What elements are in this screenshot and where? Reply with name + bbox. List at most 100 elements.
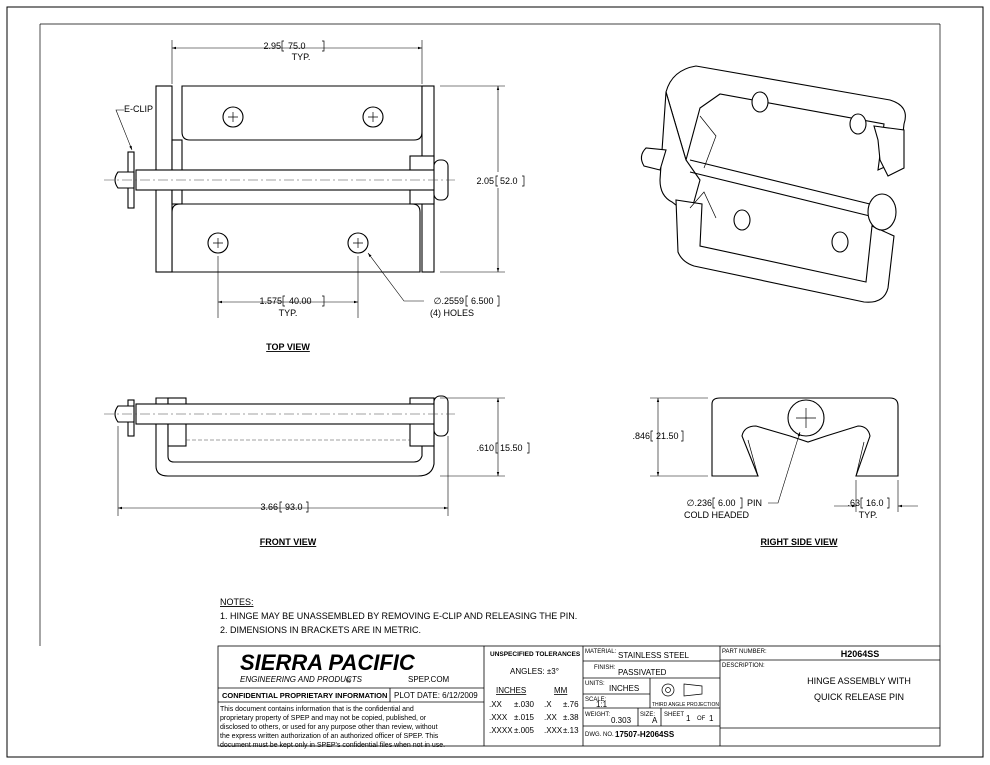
- hole-center-marks: [213, 112, 378, 248]
- tol-mm-val: ±.76: [563, 700, 579, 709]
- right-side-view-label: RIGHT SIDE VIEW: [760, 537, 838, 547]
- front-pin-head: [433, 395, 449, 437]
- tol-mm-label: .XX: [544, 713, 558, 722]
- tol-in-val: ±.015: [514, 713, 535, 722]
- top-view: 2.95 75.0 TYP. E-CLIP 2.05 52.0 1.575 40…: [104, 40, 525, 352]
- material: STAINLESS STEEL: [618, 651, 690, 660]
- dim-holes: (4) HOLES: [430, 308, 474, 318]
- confidential-line: the express written authorization of an …: [220, 733, 439, 740]
- sheet-border: [6, 6, 984, 758]
- tol-mm-label: .X: [544, 700, 552, 709]
- title-block: SIERRA PACIFIC ENGINEERING AND PRODUCTS …: [217, 645, 941, 749]
- inches-header: INCHES: [496, 686, 526, 695]
- projection-label: THIRD ANGLE PROJECTION: [652, 702, 719, 708]
- iso-hole-2: [849, 113, 867, 135]
- dim-front-height: .610: [476, 443, 494, 453]
- dim-typ-3: TYP.: [859, 510, 878, 520]
- dim-top-width-mm: 75.0: [288, 41, 306, 51]
- bracket-marks: [279, 501, 309, 513]
- description-line-1: HINGE ASSEMBLY WITH: [807, 676, 911, 686]
- top-upper-leaf: [181, 85, 423, 141]
- dwg-label: DWG. NO.: [585, 732, 614, 738]
- company-name: SIERRA PACIFIC: [240, 650, 416, 675]
- sheet-of: 1: [709, 714, 714, 723]
- iso-pin-bottom: [689, 171, 879, 219]
- tol-in-label: .XXX: [489, 713, 508, 722]
- side-slot-lines: [747, 439, 865, 477]
- iso-pin-head: [867, 193, 897, 231]
- tol-mm-val: ±.38: [563, 713, 579, 722]
- isometric-view: [640, 65, 906, 303]
- projection-circle-icon: [661, 683, 675, 697]
- dim-leg-width-mm: 16.0: [866, 498, 884, 508]
- bracket-marks: [860, 497, 890, 509]
- description-label: DESCRIPTION:: [722, 663, 765, 669]
- angles: ANGLES: ±3°: [510, 667, 559, 676]
- right-side-view: .846 21.50 ∅.236 6.00 PIN COLD HEADED .6…: [632, 397, 918, 547]
- dim-front-length: 3.66: [260, 502, 278, 512]
- pin-leader: [768, 431, 801, 504]
- front-view: .610 15.50 3.66 93.0 FRONT VIEW: [104, 395, 530, 547]
- registered-mark: ®: [346, 677, 352, 685]
- tol-in-val: ±.030: [514, 700, 535, 709]
- confidential-line: This document contains information that …: [220, 706, 414, 713]
- bracket-marks: [650, 430, 684, 442]
- iso-left-knuckle: [659, 91, 701, 217]
- dim-hole-dia: ∅.2559: [434, 296, 464, 306]
- tol-mm-label: .XXX: [544, 726, 563, 735]
- bracket-marks: [281, 40, 325, 52]
- tol-in-val: ±.005: [514, 726, 535, 735]
- material-label: MATERIAL:: [585, 649, 617, 655]
- dim-height: 2.05: [476, 176, 494, 186]
- e-clip-leader: [115, 109, 133, 151]
- dim-leg-width: .63: [847, 498, 860, 508]
- scale: 1:1: [596, 700, 608, 709]
- side-body: [711, 397, 899, 477]
- dim-side-height-mm: 21.50: [656, 431, 679, 441]
- dim-height-mm: 52.0: [500, 176, 518, 186]
- iso-hole-3: [733, 209, 751, 231]
- dim-hole-spacing: 1.575: [259, 296, 282, 306]
- description-line-2: QUICK RELEASE PIN: [814, 692, 904, 702]
- hole-leader: [367, 252, 424, 302]
- confidential-title: CONFIDENTIAL PROPRIETARY INFORMATION: [222, 691, 387, 700]
- iso-pin-top: [689, 159, 879, 207]
- front-view-label: FRONT VIEW: [260, 537, 317, 547]
- confidential-line: disclosed to others, or used for any pur…: [220, 724, 438, 731]
- tol-in-label: .XX: [489, 700, 503, 709]
- iso-lower-leaf: [675, 199, 895, 303]
- tol-mm-val: ±.13: [563, 726, 579, 735]
- dim-typ: TYP.: [292, 52, 311, 62]
- tolerances-title: UNSPECIFIED TOLERANCES: [490, 651, 581, 658]
- scale-label: SCALE:: [585, 697, 607, 703]
- dim-typ-2: TYP.: [279, 308, 298, 318]
- bracket-marks: [495, 175, 525, 187]
- dim-pin-dia: ∅.236: [687, 498, 712, 508]
- projection-cone-icon: [683, 683, 703, 697]
- size: A: [652, 716, 658, 725]
- bracket-marks: [282, 295, 325, 307]
- dim-side-height: .846: [632, 431, 650, 441]
- sheet: 1: [686, 714, 691, 723]
- company-sub: ENGINEERING AND PRODUCTS: [240, 675, 363, 684]
- iso-hole-4: [831, 231, 849, 253]
- dim-pin-word: PIN: [747, 498, 762, 508]
- note-1: 1. HINGE MAY BE UNASSEMBLED BY REMOVING …: [220, 611, 577, 621]
- dim-hole-spacing-mm: 40.00: [289, 296, 312, 306]
- weight: 0.303: [611, 716, 632, 725]
- projection-inner-circle-icon: [665, 687, 671, 693]
- units-label: UNITS:: [585, 681, 605, 687]
- iso-cutouts: [689, 115, 717, 219]
- notes: NOTES: 1. HINGE MAY BE UNASSEMBLED BY RE…: [220, 597, 577, 635]
- top-view-label: TOP VIEW: [266, 342, 310, 352]
- units: INCHES: [609, 684, 639, 693]
- dim-front-height-mm: 15.50: [500, 443, 523, 453]
- of-label: OF: [697, 716, 706, 722]
- size-label: SIZE:: [640, 712, 655, 718]
- confidential-line: proprietary property of SPEP and may not…: [220, 715, 427, 722]
- dim-pin-note: COLD HEADED: [684, 510, 750, 520]
- company-website: SPEP.COM: [408, 675, 450, 684]
- part-number: H2064SS: [841, 649, 880, 659]
- dim-hole-dia-mm: 6.500: [471, 296, 494, 306]
